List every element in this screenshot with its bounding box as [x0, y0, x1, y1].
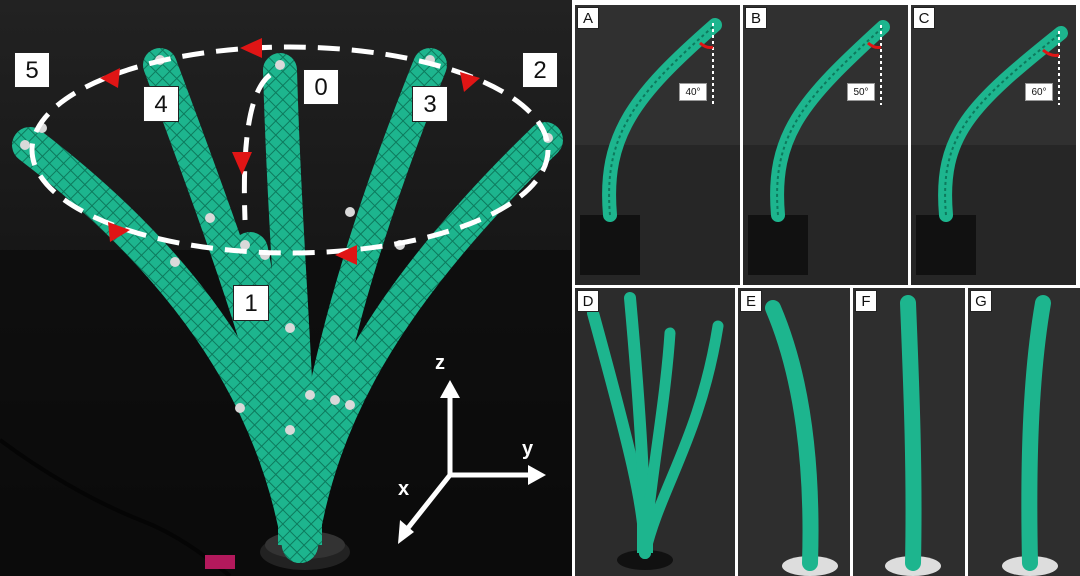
subpanel-b: B 50°: [743, 5, 908, 285]
axes-indicator: [398, 380, 546, 544]
position-label-0: 0: [303, 69, 339, 105]
subpanel-label-a: A: [577, 7, 599, 29]
position-label-5: 5: [14, 52, 50, 88]
angle-label-c: 60°: [1025, 83, 1053, 101]
position-label-3: 3: [412, 86, 448, 122]
position-label-1: 1: [233, 285, 269, 321]
main-photo: [0, 0, 572, 576]
subpanel-e: E: [738, 288, 850, 576]
trajectory-0-to-1: [241, 73, 272, 221]
subpanel-label-g: G: [970, 290, 992, 312]
subpanel-a: A 40°: [575, 5, 740, 285]
subpanel-g: G: [968, 288, 1080, 576]
position-label-4: 4: [143, 86, 179, 122]
subpanel-d: D: [575, 288, 735, 576]
subpanel-c: C 60°: [911, 5, 1076, 285]
subpanel-label-d: D: [577, 290, 599, 312]
angle-label-a: 40°: [679, 83, 707, 101]
subpanel-label-c: C: [913, 7, 935, 29]
subpanel-f: F: [853, 288, 965, 576]
axis-label-x: x: [398, 478, 410, 500]
angle-label-b: 50°: [847, 83, 875, 101]
axis-label-y: y: [522, 438, 534, 460]
subpanel-label-f: F: [855, 290, 877, 312]
subpanel-label-b: B: [745, 7, 767, 29]
trajectory-ellipse: [29, 44, 551, 256]
axis-label-z: z: [435, 352, 445, 374]
position-label-2: 2: [522, 52, 558, 88]
main-photo-panel: 0 1 2 3 4 5 z y x: [0, 0, 572, 576]
direction-arrows: [100, 38, 480, 265]
subpanel-label-e: E: [740, 290, 762, 312]
